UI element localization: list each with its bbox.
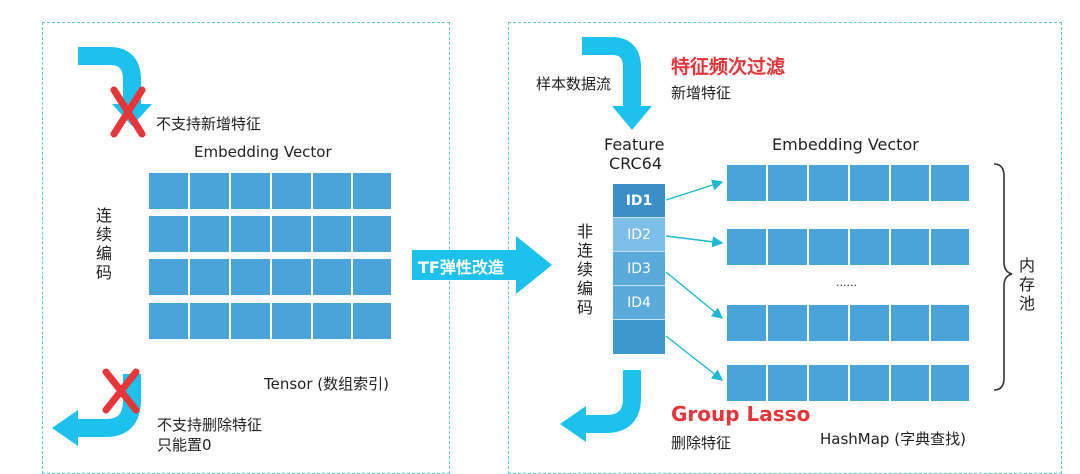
tensor-cell <box>352 258 392 296</box>
group-lasso-arrow-icon <box>560 370 641 442</box>
hashmap-cell <box>930 304 970 342</box>
memory-pool-bracket <box>993 163 1013 391</box>
new-feature-label: 新增特征 <box>671 84 732 102</box>
feature-id-cell: ID3 <box>613 252 665 286</box>
tensor-cell <box>230 258 271 296</box>
tensor-cell <box>312 258 352 296</box>
hashmap-cell <box>930 228 970 266</box>
tensor-cell <box>312 172 352 210</box>
hashmap-cell <box>849 228 890 266</box>
hashmap-cell <box>849 164 890 202</box>
tensor-cell <box>230 172 271 210</box>
sample-stream-label: 样本数据流 <box>536 75 612 93</box>
no-delete-feature-label: 不支持删除特征 <box>157 416 263 434</box>
hashmap-label: HashMap (字典查找) <box>820 430 966 448</box>
memory-pool-label: 内存池 <box>1018 256 1035 313</box>
frequency-filter-label: 特征频次过滤 <box>671 56 786 78</box>
hashmap-cell <box>930 164 970 202</box>
tensor-cell <box>189 215 230 253</box>
feature-label: Feature <box>604 135 665 154</box>
hashmap-cell <box>890 164 930 202</box>
tensor-cell <box>148 302 189 340</box>
tensor-cell <box>148 258 189 296</box>
feature-id-cell-empty <box>613 320 665 354</box>
feature-id-cell: ID1 <box>613 184 665 218</box>
tensor-cell <box>352 302 392 340</box>
delete-feature-label: 删除特征 <box>671 434 732 452</box>
tensor-cell <box>189 172 230 210</box>
crc64-label: CRC64 <box>609 154 663 173</box>
tensor-cell <box>352 172 392 210</box>
group-lasso-label: Group Lasso <box>671 402 811 426</box>
tensor-cell <box>230 302 271 340</box>
tf-elastic-label: TF弹性改造 <box>418 258 504 277</box>
tensor-cell <box>352 215 392 253</box>
no-add-feature-label: 不支持新增特征 <box>156 115 262 133</box>
feature-id-cell: ID4 <box>613 286 665 320</box>
tensor-cell <box>148 215 189 253</box>
right-embedding-vector-label: Embedding Vector <box>772 135 919 154</box>
feature-id-cell: ID2 <box>613 218 665 252</box>
noncontinuous-encoding-label: 非连续编码 <box>576 222 593 317</box>
tensor-cell <box>312 215 352 253</box>
tensor-cell <box>271 215 312 253</box>
hashmap-cell <box>890 364 930 402</box>
zero-only-label: 只能置0 <box>157 436 212 454</box>
hashmap-cell <box>930 364 970 402</box>
hashmap-cell <box>808 228 849 266</box>
tensor-cell <box>271 258 312 296</box>
hashmap-cell <box>726 164 767 202</box>
not-supported-delete-cross-icon <box>102 368 140 414</box>
sample-stream-arrow-icon <box>582 37 652 130</box>
id-pointer-arrows <box>665 179 724 381</box>
tensor-cell <box>271 172 312 210</box>
tensor-label: Tensor (数组索引) <box>264 375 389 393</box>
hashmap-cell <box>890 228 930 266</box>
not-supported-add-cross-icon <box>110 86 146 138</box>
hashmap-cell <box>808 304 849 342</box>
tensor-cell <box>148 172 189 210</box>
hashmap-cell <box>767 304 808 342</box>
hashmap-cell <box>808 164 849 202</box>
hashmap-cell <box>849 304 890 342</box>
tensor-cell <box>189 258 230 296</box>
tensor-cell <box>312 302 352 340</box>
hashmap-cell <box>767 364 808 402</box>
tensor-cell <box>271 302 312 340</box>
left-embedding-vector-label: Embedding Vector <box>194 143 332 161</box>
hashmap-cell <box>726 364 767 402</box>
hashmap-cell <box>726 304 767 342</box>
hashmap-cell <box>849 364 890 402</box>
hashmap-cell <box>767 164 808 202</box>
hashmap-cell <box>808 364 849 402</box>
hashmap-cell <box>890 304 930 342</box>
tf-elastic-arrow-icon <box>412 236 552 294</box>
diagram-graphics <box>52 37 1013 446</box>
tensor-cell <box>230 215 271 253</box>
ellipsis-label: ...... <box>836 276 857 289</box>
hashmap-cell <box>767 228 808 266</box>
tensor-cell <box>189 302 230 340</box>
continuous-encoding-label: 连续编码 <box>95 206 112 282</box>
hashmap-cell <box>726 228 767 266</box>
